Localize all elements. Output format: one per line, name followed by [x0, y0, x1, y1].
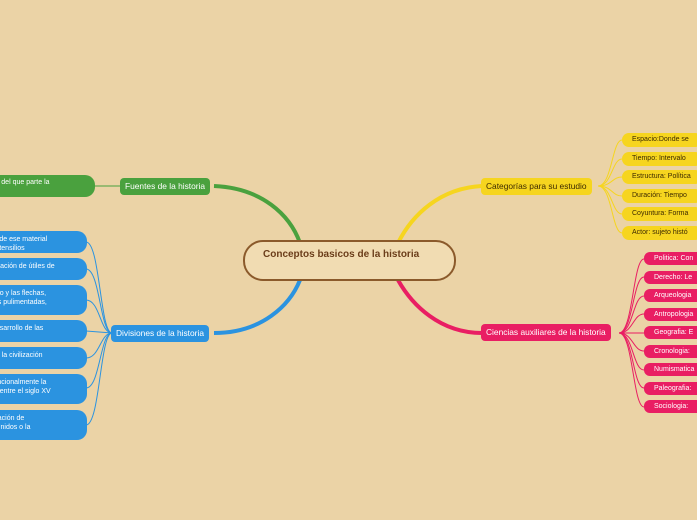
- division-item[interactable]: arco y las flechas, has pulimentadas,: [0, 285, 87, 315]
- branch-fuentes[interactable]: Fuentes de la historia: [120, 178, 211, 195]
- ciencia-item[interactable]: Sociologia:: [644, 400, 697, 413]
- categoria-item[interactable]: Estructura: Política: [622, 170, 697, 184]
- categoria-item[interactable]: Actor: sujeto histó: [622, 226, 697, 240]
- categoria-item[interactable]: Coyuntura: Forma: [622, 207, 697, 221]
- division-item[interactable]: desarrollo de las: [0, 320, 87, 342]
- central-topic[interactable]: Conceptos basicos de la historia: [243, 240, 456, 281]
- categoria-item[interactable]: Tiempo: Intervalo: [622, 152, 697, 166]
- categoria-item[interactable]: Duración: Tiempo: [622, 189, 697, 203]
- ciencia-item[interactable]: Politica: Con: [644, 252, 697, 265]
- division-item[interactable]: vencionalmente la do entre el siglo XV: [0, 374, 87, 404]
- ciencia-item[interactable]: Geografia: E: [644, 326, 697, 339]
- division-item[interactable]: laración de s Unidos o la: [0, 410, 87, 440]
- ciencia-item[interactable]: Arqueologia: [644, 289, 697, 302]
- ciencia-item[interactable]: Paleografia:: [644, 382, 697, 395]
- ciencia-item[interactable]: Antropologia: [644, 308, 697, 321]
- division-item[interactable]: so de ese material s utensilios: [0, 231, 87, 253]
- categoria-item[interactable]: Espacio:Donde se: [622, 133, 697, 147]
- division-item[interactable]: poración de útiles de a.: [0, 258, 87, 280]
- branch-categorias[interactable]: Categorías para su estudio: [481, 178, 592, 195]
- division-item[interactable]: de la civilización: [0, 347, 87, 369]
- ciencia-item[interactable]: Derecho: Le: [644, 271, 697, 284]
- branch-ciencias[interactable]: Ciencias auxiliares de la historia: [481, 324, 611, 341]
- ciencia-item[interactable]: Numismatica: [644, 363, 697, 376]
- ciencia-item[interactable]: Cronologia:: [644, 345, 697, 358]
- fuentes-child[interactable]: a y del que parte la: [0, 175, 95, 197]
- branch-divisiones[interactable]: Divisiones de la historia: [111, 325, 209, 342]
